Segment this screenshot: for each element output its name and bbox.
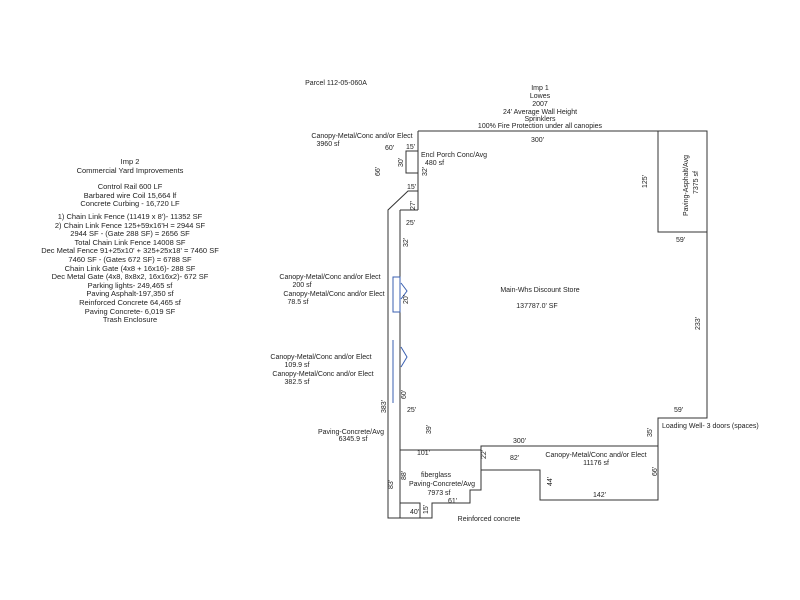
imp2-line: Concrete Curbing - 16,720 LF	[80, 199, 180, 209]
imp1-line: Lowes	[530, 93, 551, 100]
dimension-label: 83'	[388, 480, 395, 489]
dimension-label: 61'	[448, 498, 457, 505]
imp1-line: 100% Fire Protection under all canopies	[478, 123, 603, 130]
dimension-label: 40'	[410, 509, 419, 516]
dimension-label: 300'	[513, 438, 526, 445]
dimension-label: 101'	[417, 450, 430, 457]
imp2-line: Parking lights- 249,465 sf	[87, 280, 173, 290]
dimension-label: 59'	[676, 237, 685, 244]
dimension-label: 142'	[593, 492, 606, 499]
canopy-bottom-area: 11176 sf	[583, 460, 609, 467]
imp2-line: 7460 SF - (Gates 672 SF) = 6788 SF	[68, 254, 192, 264]
dimension-label: 66'	[652, 467, 659, 476]
dimension-label: 383'	[381, 400, 388, 413]
dimension-label: 20'	[403, 295, 410, 304]
dimension-label: 15'	[423, 505, 430, 514]
dimension-label: 60'	[385, 145, 394, 152]
main-name: Main-Whs Discount Store	[500, 287, 579, 294]
dimension-label: 44'	[547, 477, 554, 486]
fiberglass-label: fiberglass	[421, 472, 451, 479]
imp1-line: Sprinklers	[524, 116, 556, 123]
dimension-label: 25'	[407, 407, 416, 414]
building-outline	[387, 130, 708, 519]
dimension-label: 300'	[531, 137, 544, 144]
imp2-line: 1) Chain Link Fence (11419 x 8')- 11352 …	[57, 211, 203, 221]
loading-well-label: Loading Well- 3 doors (spaces)	[662, 423, 759, 430]
paving-left-area: 6345.9 sf	[339, 436, 368, 443]
imp2-notes: Imp 2 Commercial Yard Improvements Contr…	[0, 157, 260, 325]
dimension-label: 25'	[406, 220, 415, 227]
paving-asphalt-label: Paving-Asphalt/Avg 7375 sf	[683, 155, 700, 216]
canopy-200-name: Canopy-Metal/Conc and/or Elect	[279, 274, 380, 281]
dimension-label: 88'	[401, 471, 408, 480]
imp2-line: Dec Metal Gate (4x8, 8x8x2, 16x16x2)- 67…	[51, 272, 209, 282]
imp2-line: Dec Metal Fence 91+25x10' + 325+25x18' =…	[41, 246, 219, 256]
imp2-line: Reinforced Concrete 64,465 sf	[79, 297, 181, 307]
imp2-line: Trash Enclosure	[102, 315, 158, 325]
imp1-line: Imp 1	[531, 85, 549, 92]
paving-bottom-name: Paving-Concrete/Avg	[409, 481, 475, 488]
imp2-line: Commercial Yard Improvements	[76, 165, 184, 175]
canopy-109-name: Canopy-Metal/Conc and/or Elect	[270, 354, 371, 361]
canopy-top-name: Canopy-Metal/Conc and/or Elect	[311, 133, 412, 140]
dimension-label: 35'	[647, 428, 654, 437]
imp2-line: Paving Asphalt-197,350 sf	[86, 289, 174, 299]
dimension-label: 39'	[426, 425, 433, 434]
reinforced-label: Reinforced concrete	[458, 516, 521, 523]
canopy-382-name: Canopy-Metal/Conc and/or Elect	[272, 371, 373, 378]
dimension-label: 32'	[422, 167, 429, 176]
canopy-78-name: Canopy-Metal/Conc and/or Elect	[283, 291, 384, 298]
parcel-label: Parcel 112-05-060A	[305, 80, 367, 87]
imp2-line: Control Rail 600 LF	[97, 182, 163, 192]
dimension-label: 125'	[642, 175, 649, 188]
canopy-109-area: 109.9 sf	[285, 362, 310, 369]
dimension-label: 233'	[695, 317, 702, 330]
imp2-line: 2944 SF - (Gate 288 SF) = 2656 SF	[70, 229, 190, 239]
imp2-line: Barbared wire Coil 15,664 lf	[83, 190, 177, 200]
dimension-label: 30'	[398, 158, 405, 167]
imp2-line: Total Chain Link Fence 14008 SF	[74, 237, 186, 247]
paving-asphalt-name: Paving-Asphalt/Avg	[683, 155, 690, 216]
encl-porch-name: Encl Porch Conc/Avg	[421, 152, 487, 159]
dimension-label: 59'	[674, 407, 683, 414]
canopy-78-area: 78.5 sf	[287, 299, 308, 306]
dimension-label: 15'	[407, 184, 416, 191]
imp2-line: 2) Chain Link Fence 125+59x16'H = 2944 S…	[54, 220, 206, 230]
imp2-line: Imp 2	[120, 157, 140, 166]
dimension-label: 22'	[481, 450, 488, 459]
paving-bottom-area: 7973 sf	[428, 490, 451, 497]
canopy-top-area: 3960 sf	[317, 141, 340, 148]
canopy-382-area: 382.5 sf	[285, 379, 310, 386]
dimension-label: 66'	[375, 167, 382, 176]
main-area: 137787.0' SF	[516, 303, 557, 310]
paving-asphalt-area: 7375 sf	[693, 171, 700, 194]
canopy-200-area: 200 sf	[292, 282, 311, 289]
dimension-label: 15'	[406, 144, 415, 151]
imp1-line: 2007	[532, 101, 548, 108]
dimension-label: 60'	[401, 390, 408, 399]
imp2-line: Chain Link Gate (4x8 + 16x16)- 288 SF	[64, 263, 196, 273]
encl-porch-area: 480 sf	[425, 160, 444, 167]
imp1-block: Imp 1 Lowes 2007 24' Average Wall Height…	[478, 85, 603, 130]
canopy-bottom-name: Canopy-Metal/Conc and/or Elect	[545, 452, 646, 459]
imp2-line: Paving Concrete- 6,019 SF	[84, 306, 176, 316]
dimension-label: 27'	[410, 201, 417, 210]
dimension-label: 82'	[510, 455, 519, 462]
imp1-line: 24' Average Wall Height	[503, 109, 577, 116]
paving-left-name: Paving-Concrete/Avg	[318, 429, 384, 436]
dimension-label: 32'	[403, 238, 410, 247]
small-canopies	[392, 276, 408, 403]
